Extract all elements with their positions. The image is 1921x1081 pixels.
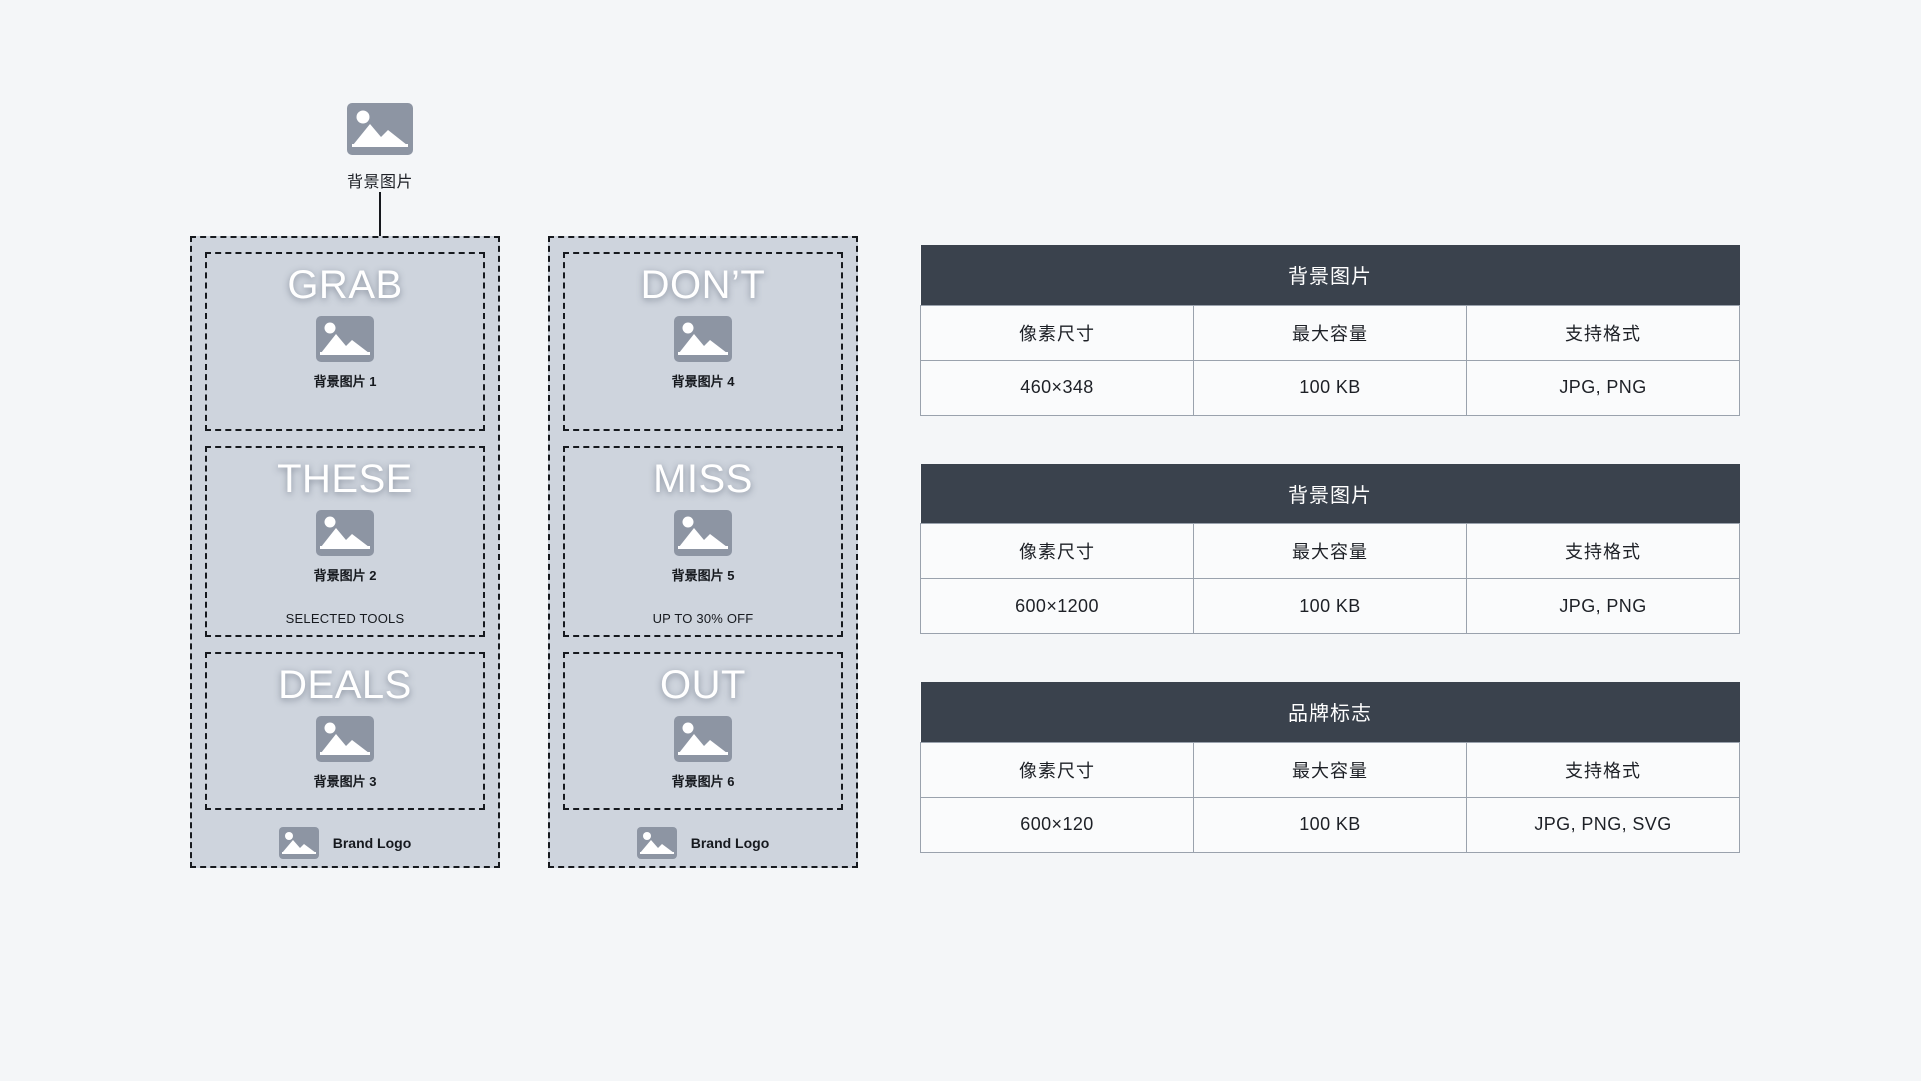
cell-formats: JPG, PNG, SVG	[1466, 796, 1740, 853]
slot-word: DEALS	[278, 663, 412, 707]
slot-1[interactable]: GRAB 背景图片 1	[205, 252, 485, 431]
cell-formats: JPG, PNG	[1466, 578, 1740, 634]
table-title: 背景图片	[920, 463, 1740, 524]
source-label: 背景图片	[346, 174, 413, 191]
brand-logo-label: Brand Logo	[332, 834, 412, 851]
panel-left[interactable]: GRAB 背景图片 1 THESE 背景图片 2 SELECTED TOOLS …	[190, 236, 500, 868]
table-row: 像素尺寸 最大容量 支持格式	[920, 741, 1740, 798]
slot-caption: 背景图片 3	[313, 774, 377, 789]
slot-word: MISS	[653, 457, 753, 501]
spec-table-3: 品牌标志 像素尺寸 最大容量 支持格式 600×120 100 KB JPG, …	[920, 682, 1740, 853]
cell-pixel-size: 600×1200	[920, 578, 1194, 634]
cell-pixel-size: 460×348	[920, 359, 1194, 416]
arrow-shaft	[379, 192, 381, 244]
table-title: 背景图片	[920, 245, 1740, 305]
slot-2[interactable]: THESE 背景图片 2 SELECTED TOOLS	[205, 446, 485, 637]
column-header: 像素尺寸	[920, 523, 1194, 579]
image-placeholder-icon	[316, 316, 374, 362]
table-title: 品牌标志	[920, 682, 1740, 742]
slot-subtext: UP TO 30% OFF	[652, 611, 754, 626]
image-placeholder-icon	[347, 103, 413, 155]
image-placeholder-icon	[316, 716, 374, 762]
column-header: 最大容量	[1193, 304, 1467, 361]
column-header: 像素尺寸	[920, 741, 1194, 798]
column-header: 最大容量	[1193, 523, 1467, 579]
image-placeholder-icon	[674, 510, 732, 556]
column-header: 像素尺寸	[920, 304, 1194, 361]
spec-table-2: 背景图片 像素尺寸 最大容量 支持格式 600×1200 100 KB JPG,…	[920, 463, 1740, 634]
slot-caption: 背景图片 1	[313, 374, 377, 389]
panel-group: GRAB 背景图片 1 THESE 背景图片 2 SELECTED TOOLS …	[190, 236, 858, 868]
slot-1[interactable]: DON’T 背景图片 4	[563, 252, 843, 431]
cell-formats: JPG, PNG	[1466, 359, 1740, 416]
slot-subtext: SELECTED TOOLS	[285, 611, 405, 626]
brand-logo-label: Brand Logo	[690, 834, 770, 851]
column-header: 支持格式	[1466, 304, 1740, 361]
slot-caption: 背景图片 4	[671, 374, 735, 389]
source-image-block: 背景图片	[310, 103, 450, 192]
table-row: 像素尺寸 最大容量 支持格式	[920, 523, 1740, 579]
table-row: 像素尺寸 最大容量 支持格式	[920, 304, 1740, 361]
column-header: 最大容量	[1193, 741, 1467, 798]
cell-max-size: 100 KB	[1193, 796, 1467, 853]
slot-caption: 背景图片 2	[313, 568, 377, 583]
slot-word: DON’T	[640, 263, 766, 307]
cell-max-size: 100 KB	[1193, 578, 1467, 634]
spec-table-group: 背景图片 像素尺寸 最大容量 支持格式 460×348 100 KB JPG, …	[920, 245, 1740, 901]
table-row: 460×348 100 KB JPG, PNG	[920, 359, 1740, 416]
table-row: 600×120 100 KB JPG, PNG, SVG	[920, 796, 1740, 853]
brand-logo-row[interactable]: Brand Logo	[192, 819, 498, 866]
cell-pixel-size: 600×120	[920, 796, 1194, 853]
slot-caption: 背景图片 6	[671, 774, 735, 789]
brand-logo-row[interactable]: Brand Logo	[550, 819, 856, 866]
slot-word: OUT	[660, 663, 746, 707]
slot-3[interactable]: OUT 背景图片 6	[563, 652, 843, 810]
image-placeholder-icon	[674, 316, 732, 362]
cell-max-size: 100 KB	[1193, 359, 1467, 416]
image-placeholder-icon	[278, 826, 319, 859]
column-header: 支持格式	[1466, 523, 1740, 579]
slot-caption: 背景图片 5	[671, 568, 735, 583]
column-header: 支持格式	[1466, 741, 1740, 798]
spec-table-1: 背景图片 像素尺寸 最大容量 支持格式 460×348 100 KB JPG, …	[920, 245, 1740, 416]
table-row: 600×1200 100 KB JPG, PNG	[920, 578, 1740, 634]
image-placeholder-icon	[674, 716, 732, 762]
slot-word: GRAB	[287, 263, 403, 307]
slot-2[interactable]: MISS 背景图片 5 UP TO 30% OFF	[563, 446, 843, 637]
image-placeholder-icon	[316, 510, 374, 556]
image-placeholder-icon	[636, 826, 677, 859]
panel-right[interactable]: DON’T 背景图片 4 MISS 背景图片 5 UP TO 30% OFF O…	[548, 236, 858, 868]
slot-3[interactable]: DEALS 背景图片 3	[205, 652, 485, 810]
slot-word: THESE	[277, 457, 413, 501]
